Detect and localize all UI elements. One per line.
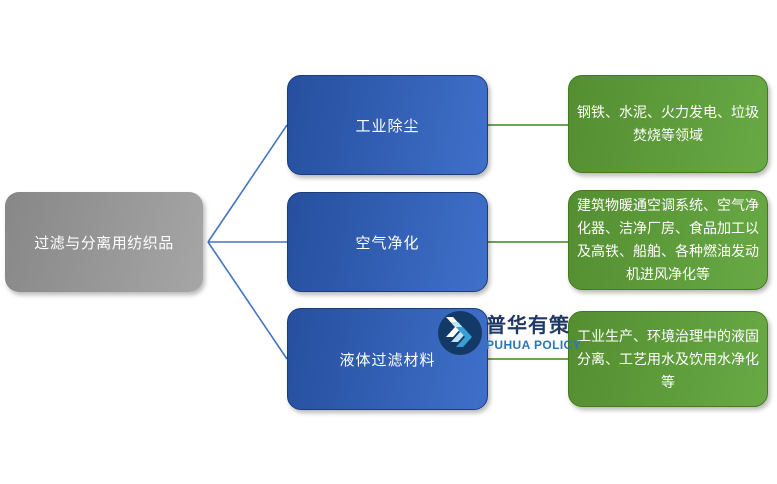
branch-label: 工业除尘: [355, 117, 420, 135]
detail-node-air-purification: 建筑物暖通空调系统、空气净化器、洁净厂房、食品加工以及高铁、船舶、各种燃油发动机…: [568, 190, 768, 290]
logo-name-zh: 普华有策: [486, 315, 570, 337]
branch-label: 液体过滤材料: [339, 351, 436, 369]
connector-root-to-branch-1: [207, 124, 288, 243]
logo-name-en: PUHUA POLICY: [486, 338, 582, 352]
branch-node-air-purification: 空气净化: [287, 192, 488, 292]
detail-text: 工业生产、环境治理中的液固分离、工艺用水及饮用水净化等: [577, 327, 759, 390]
detail-node-industrial-dedusting: 钢铁、水泥、火力发电、垃圾焚烧等领域: [568, 75, 768, 173]
detail-text: 建筑物暖通空调系统、空气净化器、洁净厂房、食品加工以及高铁、船舶、各种燃油发动机…: [577, 197, 759, 282]
branch-node-industrial-dedusting: 工业除尘: [287, 75, 488, 175]
connector-root-to-branch-3: [207, 241, 288, 360]
detail-text: 钢铁、水泥、火力发电、垃圾焚烧等领域: [577, 104, 759, 143]
detail-node-liquid-filtration: 工业生产、环境治理中的液固分离、工艺用水及饮用水净化等: [568, 311, 768, 407]
root-node: 过滤与分离用纺织品: [5, 192, 203, 292]
puhua-policy-logo: 普华有策 PUHUA POLICY: [438, 311, 581, 355]
root-label: 过滤与分离用纺织品: [34, 234, 174, 252]
logo-chevrons-icon: [438, 311, 482, 355]
logo-text: 普华有策 PUHUA POLICY: [486, 311, 581, 352]
branch-label: 空气净化: [355, 234, 420, 252]
